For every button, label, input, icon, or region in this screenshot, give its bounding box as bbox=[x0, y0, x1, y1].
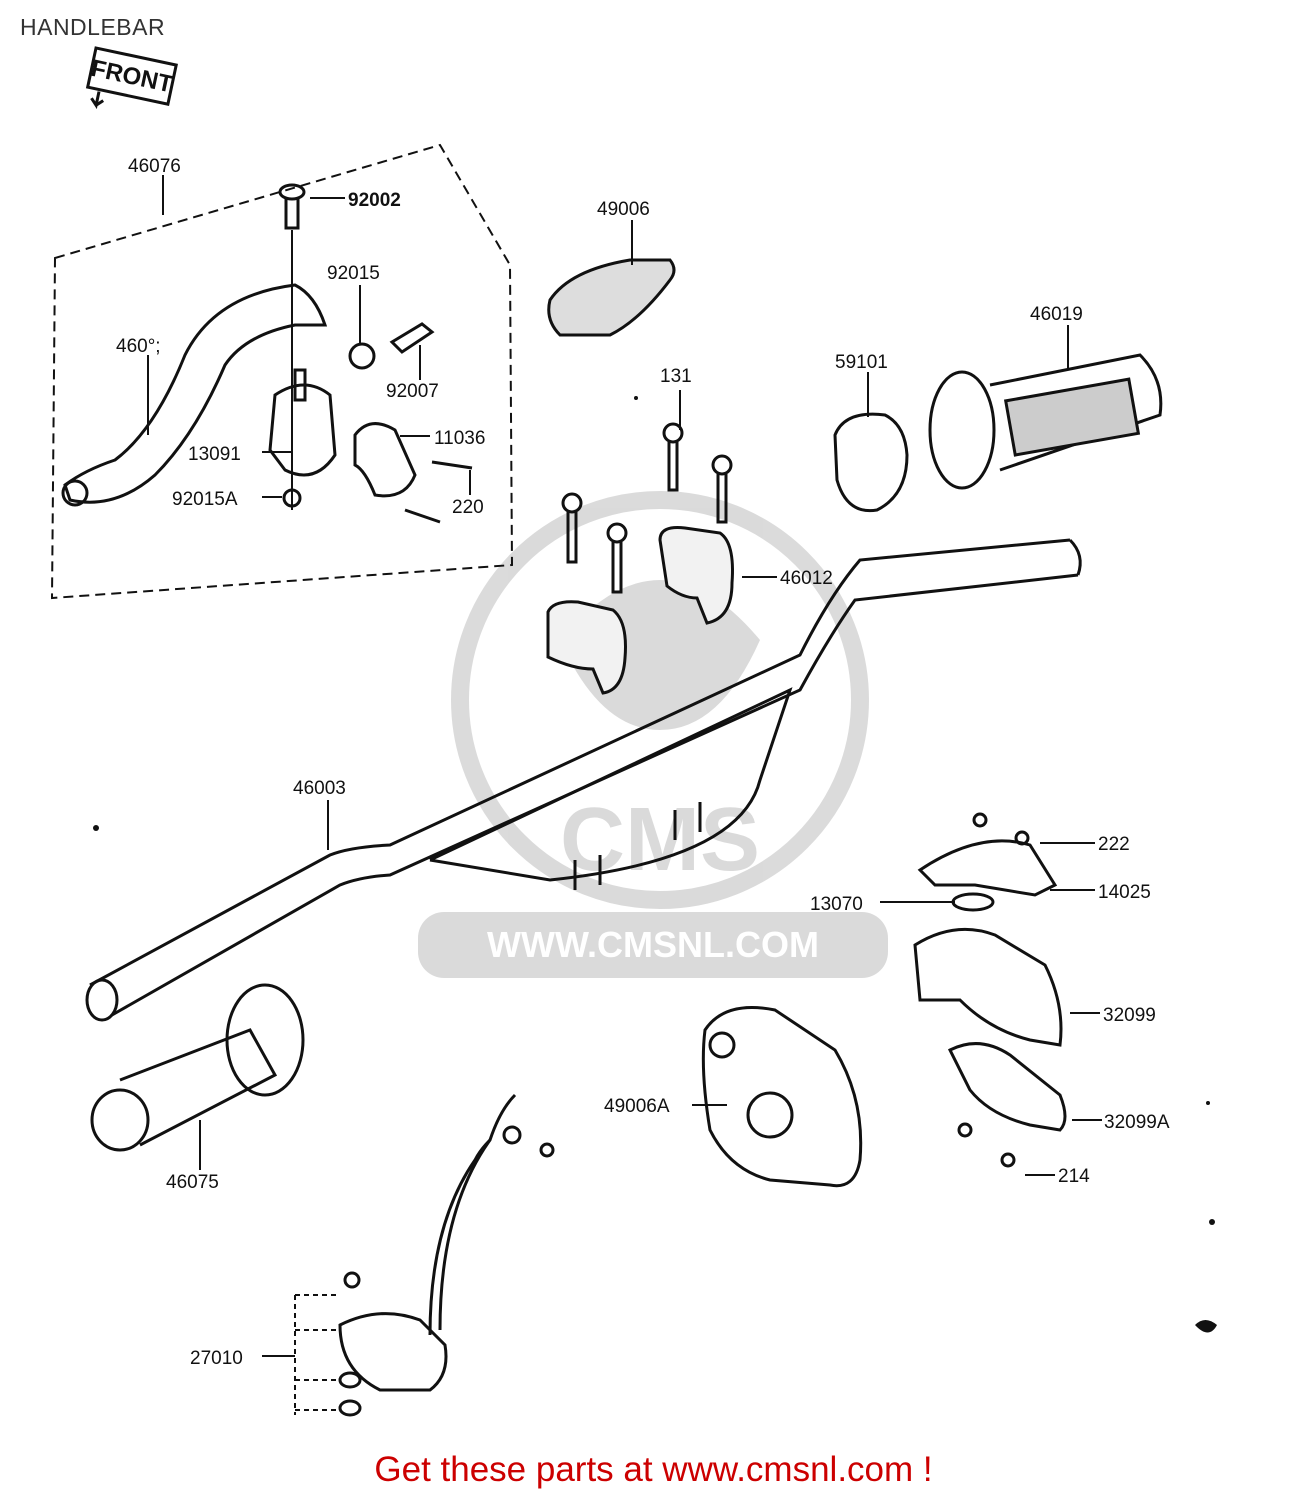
part-number-131: 131 bbox=[660, 366, 692, 387]
scan-specks bbox=[93, 396, 1217, 1333]
grip-46019 bbox=[928, 353, 1163, 490]
part-number-92002: 92002 bbox=[348, 190, 401, 211]
front-arrow-icon bbox=[90, 91, 105, 110]
part-number-92015: 92015 bbox=[327, 263, 380, 284]
handlebar-clamps-46012 bbox=[546, 526, 734, 695]
part-number-46092: 460°; bbox=[116, 336, 161, 357]
part-number-13091: 13091 bbox=[188, 444, 241, 465]
watermark-url: WWW.CMSNL.COM bbox=[487, 924, 819, 965]
part-callouts: 46076 92002 92015 460°; 92007 11036 1309… bbox=[116, 156, 1170, 1369]
part-number-46076: 46076 bbox=[128, 156, 181, 177]
lever-clamp bbox=[353, 422, 417, 498]
part-number-14025: 14025 bbox=[1098, 882, 1151, 903]
throttle-tube-59101 bbox=[833, 412, 909, 513]
leader-lines bbox=[147, 175, 1102, 1357]
part-number-92015A: 92015A bbox=[172, 489, 238, 510]
part-number-11036: 11036 bbox=[434, 428, 485, 449]
lever-group-box bbox=[50, 143, 514, 600]
pivot-bolt-92002 bbox=[278, 183, 306, 510]
front-direction-label: FRONT bbox=[85, 46, 178, 110]
switch-cover-14025 bbox=[917, 812, 1058, 912]
grip-46075 bbox=[90, 983, 305, 1152]
footer-parts-link[interactable]: Get these parts at www.cmsnl.com ! bbox=[374, 1450, 933, 1489]
part-number-220: 220 bbox=[452, 497, 484, 518]
part-number-46003: 46003 bbox=[293, 778, 346, 799]
lever-holder bbox=[268, 368, 337, 477]
part-number-46019: 46019 bbox=[1030, 304, 1083, 325]
grip-cover-49006 bbox=[547, 258, 676, 337]
clutch-lever bbox=[61, 283, 328, 507]
part-number-49006A: 49006A bbox=[604, 1096, 670, 1117]
watermark-url-bg bbox=[418, 912, 888, 978]
page-title: HANDLEBAR bbox=[20, 14, 166, 40]
part-number-214: 214 bbox=[1058, 1166, 1090, 1187]
handlebar-46003 bbox=[85, 538, 1082, 1022]
part-number-46075: 46075 bbox=[166, 1172, 219, 1193]
part-number-32099: 32099 bbox=[1103, 1005, 1156, 1026]
part-number-222: 222 bbox=[1098, 834, 1130, 855]
screws-220 bbox=[282, 460, 473, 524]
part-number-92007: 92007 bbox=[386, 381, 439, 402]
bolts-131 bbox=[561, 422, 733, 594]
part-number-13070: 13070 bbox=[810, 894, 863, 915]
kill-switch-27010 bbox=[294, 1093, 555, 1417]
part-number-27010: 27010 bbox=[190, 1348, 243, 1369]
throttle-case-49006A bbox=[701, 1006, 863, 1188]
adjuster-92015 bbox=[348, 322, 435, 370]
part-number-46012: 46012 bbox=[780, 568, 833, 589]
part-number-49006: 49006 bbox=[597, 199, 650, 220]
front-box bbox=[85, 46, 178, 106]
part-number-59101: 59101 bbox=[835, 352, 888, 373]
part-number-32099A: 32099A bbox=[1104, 1112, 1170, 1133]
switch-housing-32099 bbox=[913, 927, 1063, 1047]
watermark-circle bbox=[451, 491, 869, 909]
switch-housing-32099A bbox=[947, 1042, 1067, 1168]
